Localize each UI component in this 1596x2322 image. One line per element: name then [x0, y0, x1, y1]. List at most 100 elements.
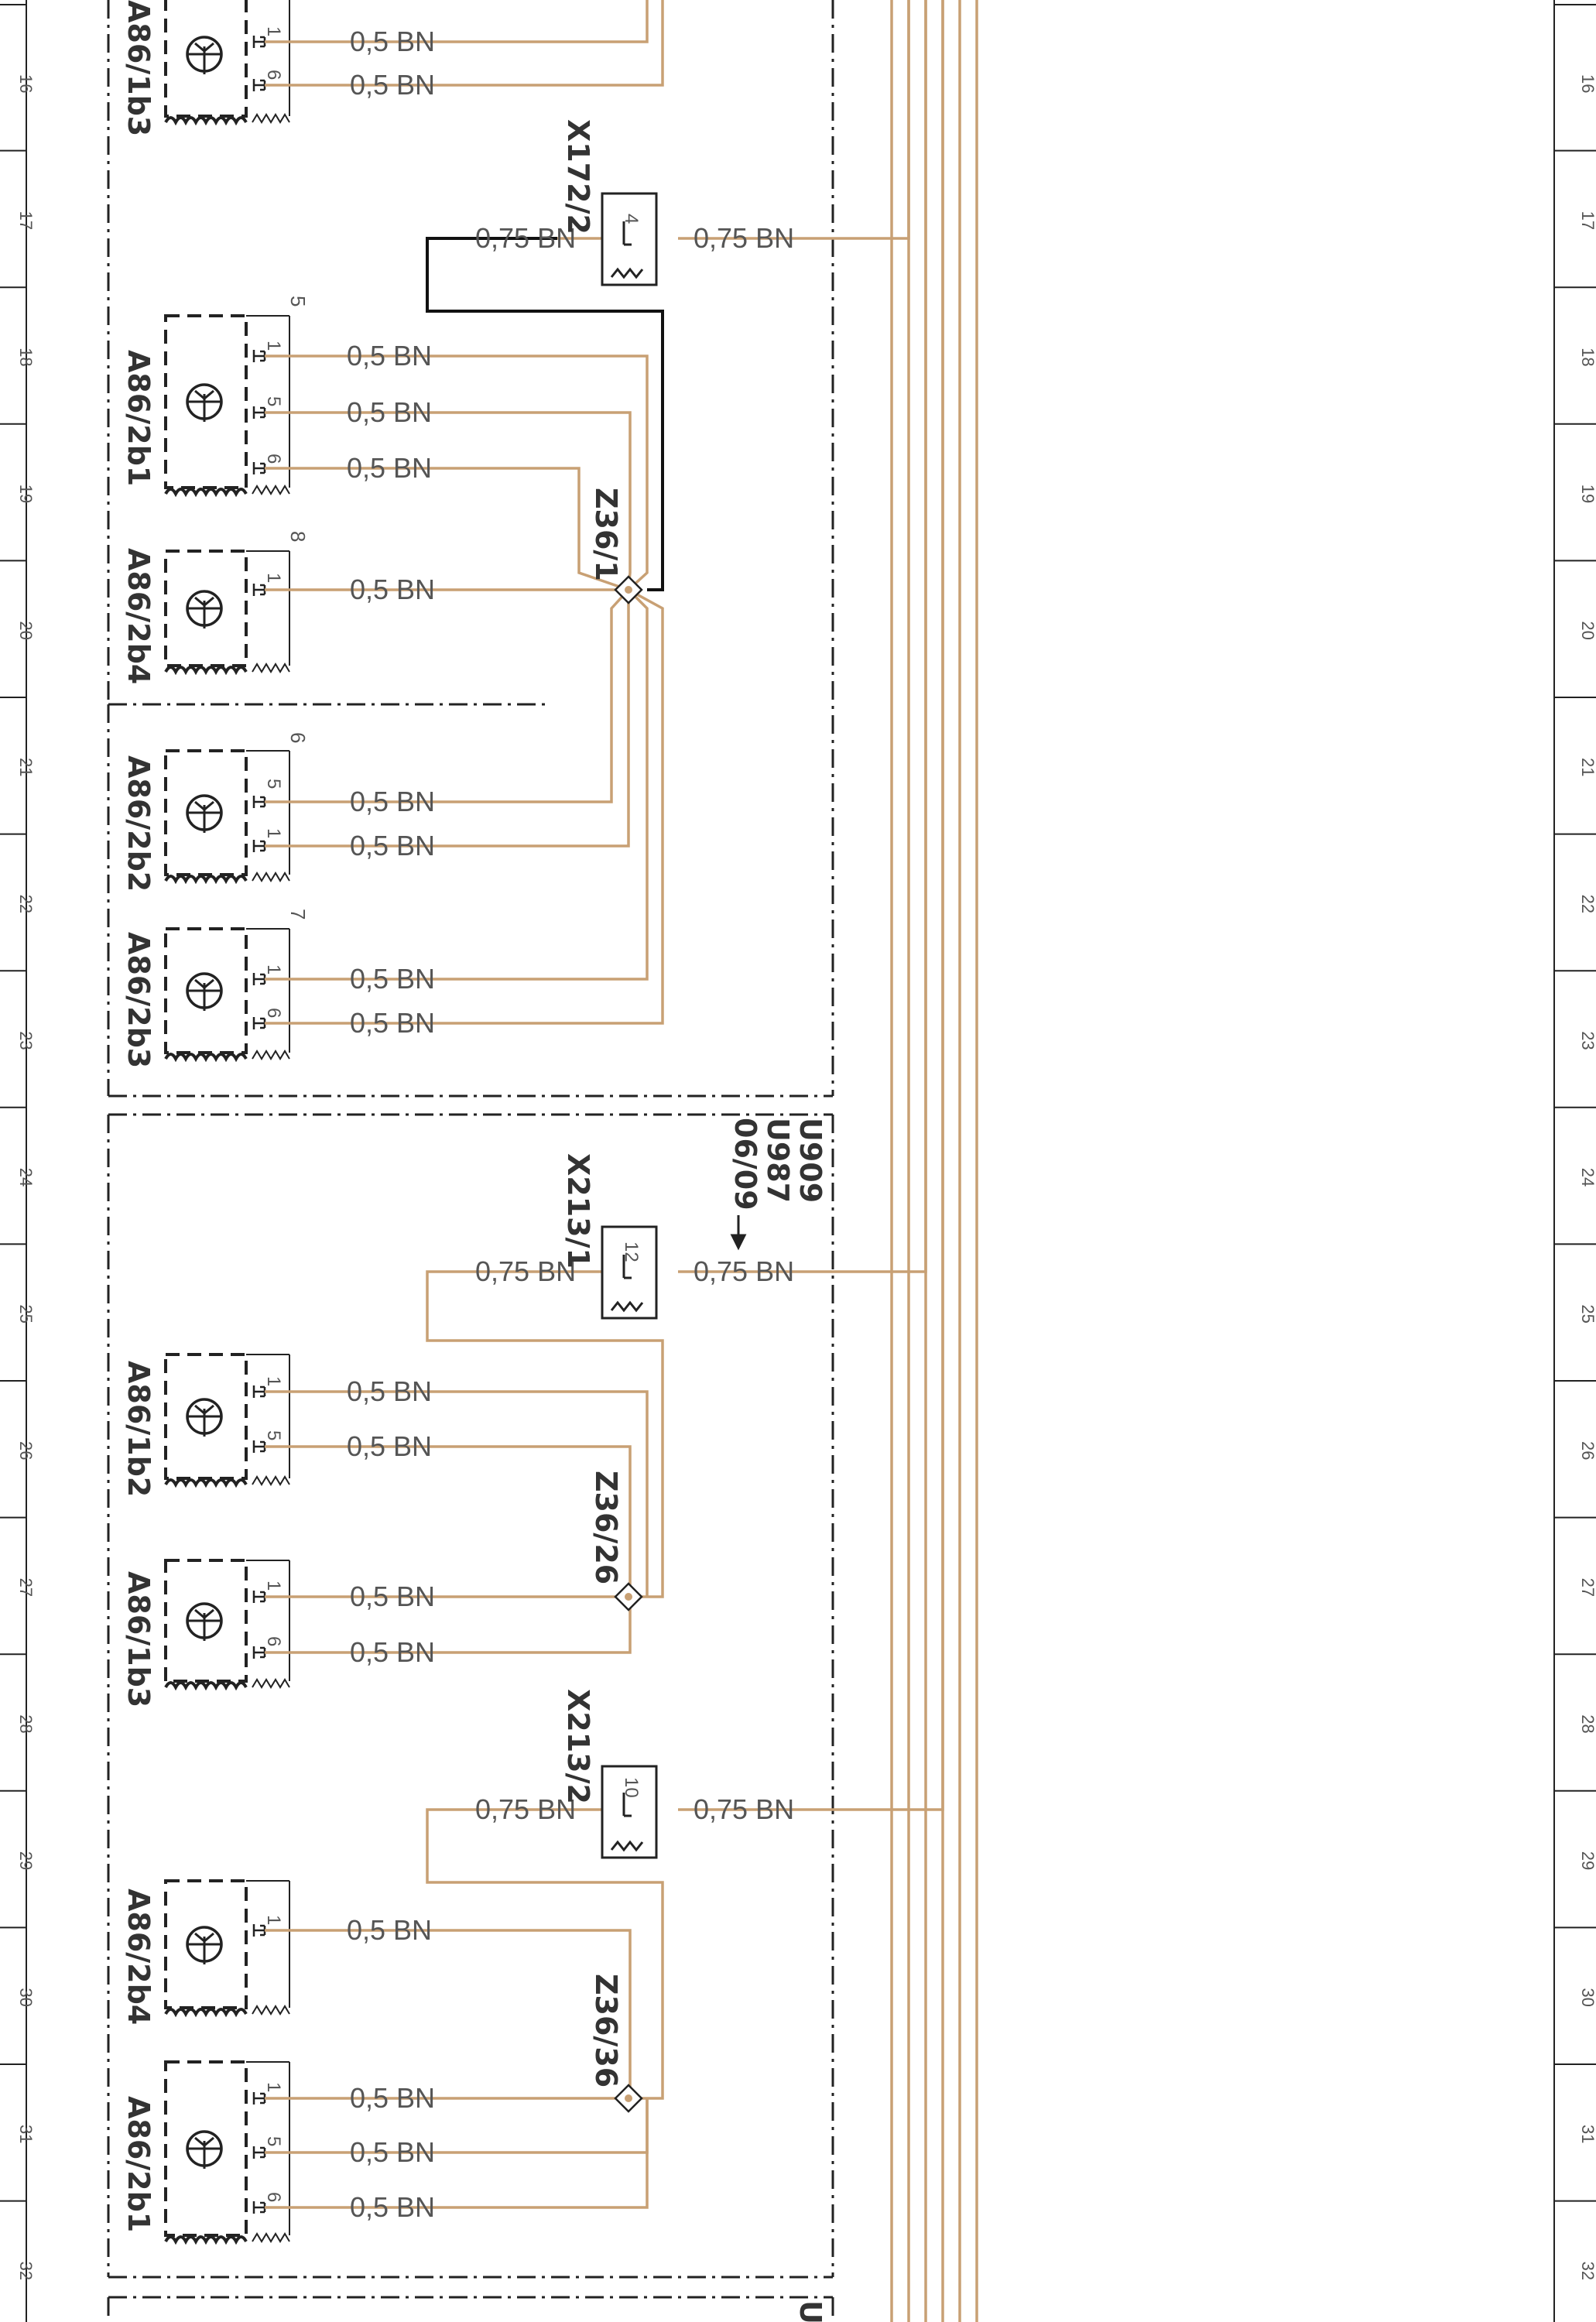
code-u987: U987: [761, 1118, 795, 1203]
row-number: 25: [1578, 1304, 1596, 1323]
pin-terminal: [252, 1440, 266, 1453]
row-number: 26: [16, 1441, 36, 1460]
sensor-symbol: [164, 927, 290, 1063]
left-ruler: [0, 0, 27, 2322]
pin-labels: 1 6 4 1 5 6 1 5 1 1 6 12 1 5 1 6 10 1 1 …: [263, 26, 642, 2202]
pin-number: 1: [263, 1915, 284, 1925]
pin-number: 5: [263, 1430, 284, 1440]
pin-terminal: [252, 350, 266, 362]
wire-label: 0,5 BN: [347, 340, 432, 372]
row-number: 19: [16, 485, 36, 503]
sensor-icon: [186, 36, 223, 74]
wire-label: 0,75 BN: [694, 222, 794, 254]
code-date: 06/09: [728, 1118, 762, 1211]
pin-terminal: [252, 1017, 266, 1029]
row-number: 16: [16, 74, 36, 93]
wire-label: 0,75 BN: [694, 1793, 794, 1825]
pin-terminal: [252, 1924, 266, 1937]
arrow-down-icon: [730, 1215, 747, 1251]
code-u909: U909: [793, 1118, 827, 1203]
row-number: 19: [1578, 485, 1596, 503]
connector-x172-2: [601, 192, 658, 286]
row-number: 17: [16, 211, 36, 230]
connector-x213-2: [601, 1765, 658, 1859]
sensor-icon: [186, 972, 223, 1011]
row-number: 27: [1578, 1578, 1596, 1597]
component-label: A86/1b3: [122, 1571, 156, 1707]
row-number: 17: [1578, 211, 1596, 230]
ref-number: 7: [286, 909, 310, 920]
component-label: A86/2b4: [122, 1889, 156, 2025]
pin-number: 1: [263, 26, 284, 36]
splice-label: Z36/26: [589, 1471, 623, 1584]
pin-number: 6: [263, 454, 284, 464]
pin-number: 6: [263, 2192, 284, 2202]
sensor-icon: [186, 590, 223, 628]
wire-label: 0,75 BN: [475, 222, 576, 254]
wire-label: 0,5 BN: [350, 786, 435, 817]
splice-label: Z36/1: [589, 488, 623, 581]
wire-label: 0,5 BN: [350, 1581, 435, 1612]
wire-labels: 0,5 BN 0,5 BN 0,75 BN 0,75 BN 0,5 BN 0,5…: [347, 26, 794, 2223]
sensor-symbol: [164, 1559, 290, 1691]
sensor-icon: [186, 1926, 223, 1964]
sensor-icon: [186, 794, 223, 833]
row-number: 32: [16, 2262, 36, 2280]
wire-label: 0,5 BN: [350, 830, 435, 861]
pin-terminal: [252, 796, 266, 808]
module-frames: [107, 0, 834, 2322]
connector-label: X213/1: [561, 1153, 595, 1269]
row-number: 31: [1578, 2125, 1596, 2143]
pin-number: 1: [263, 573, 284, 583]
sensor-icon: [186, 1398, 223, 1437]
pin-terminal: [252, 406, 266, 419]
row-number: 16: [1578, 74, 1596, 93]
wire-label: 0,75 BN: [475, 1255, 576, 1287]
row-number: 27: [16, 1578, 36, 1597]
row-number: 32: [1578, 2262, 1596, 2280]
right-ruler: [1553, 0, 1596, 2322]
pin-terminal: [252, 2201, 266, 2214]
row-number: 20: [16, 621, 36, 639]
wire-label: 0,5 BN: [350, 2191, 435, 2223]
wire-label: 0,75 BN: [694, 1255, 794, 1287]
row-number: 30: [16, 1988, 36, 2006]
ref-number: 6: [286, 732, 310, 743]
wire-label: 0,5 BN: [350, 574, 435, 605]
row-number: 26: [1578, 1441, 1596, 1460]
connector-labels: X172/2 X213/1 X213/2 Z36/1 Z36/26 Z36/36: [561, 119, 623, 2087]
splice-label: Z36/36: [589, 1974, 623, 2087]
code-labels: U909 U987 06/09 U: [728, 1118, 827, 2322]
component-label: A86/1b3: [122, 0, 156, 136]
row-number: 23: [1578, 1031, 1596, 1050]
row-number: 23: [16, 1031, 36, 1050]
component-label: A86/2b1: [122, 2096, 156, 2232]
wire-label: 0,5 BN: [350, 2136, 435, 2168]
wire-label: 0,75 BN: [475, 1793, 576, 1825]
pin-terminal: [252, 36, 266, 48]
row-number: 18: [1578, 348, 1596, 366]
row-number: 31: [16, 2125, 36, 2143]
wire-label: 0,5 BN: [347, 452, 432, 484]
component-label: A86/2b3: [122, 932, 156, 1068]
wire-label: 0,5 BN: [347, 1914, 432, 1946]
wire-label: 0,5 BN: [350, 26, 435, 57]
ref-number: 5: [286, 296, 310, 307]
pin-terminal: [252, 840, 266, 852]
row-number: 25: [16, 1304, 36, 1323]
pin-number: 5: [263, 2136, 284, 2146]
pin-number: 6: [263, 1008, 284, 1018]
row-number: 29: [16, 1851, 36, 1870]
row-number: 20: [1578, 621, 1596, 639]
component-label: A86/2b4: [122, 548, 156, 684]
code-bottom: U: [793, 2300, 827, 2322]
pin-terminal: [252, 1591, 266, 1603]
component-label: A86/2b1: [122, 350, 156, 486]
pin-number: 4: [621, 214, 642, 224]
pin-terminal: [252, 1646, 266, 1659]
pin-number: 1: [263, 828, 284, 838]
pin-terminal: [252, 79, 266, 91]
sensor-symbol: [164, 0, 290, 126]
